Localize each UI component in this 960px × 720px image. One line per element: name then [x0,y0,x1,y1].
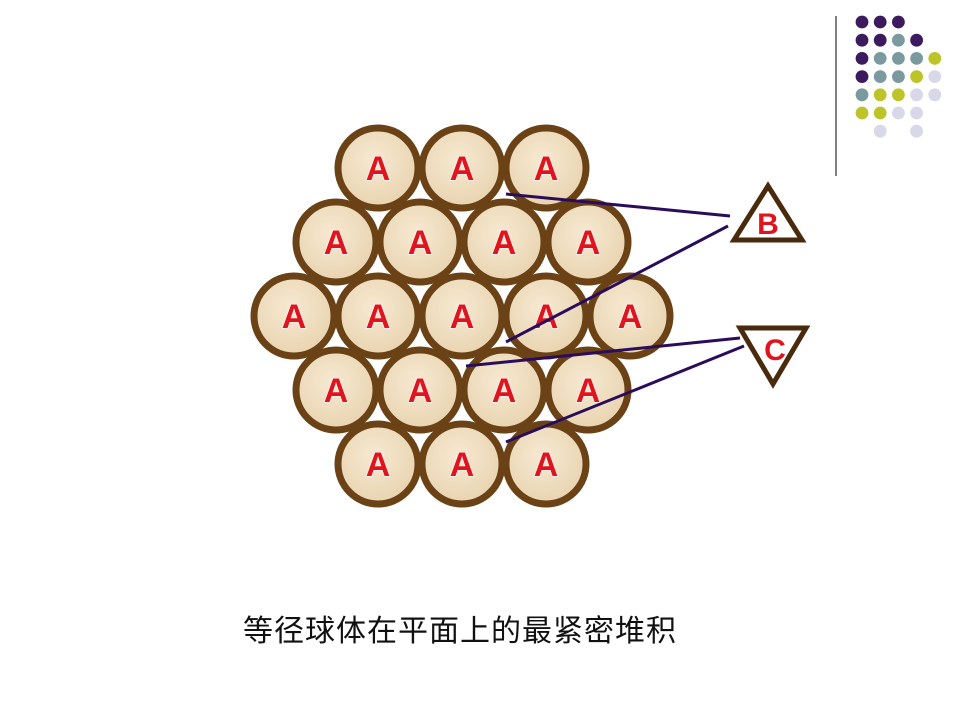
sphere-label: A [534,150,559,188]
sphere: A [418,124,506,212]
sphere-label: A [618,298,643,336]
marker-c-label: C [764,334,786,367]
sphere: A [334,420,422,508]
decorative-dot [910,124,923,138]
diagram-caption: 等径球体在平面上的最紧密堆积 [243,614,677,649]
sphere: A [250,272,338,360]
decorative-dot [892,106,905,120]
sphere-label: A [282,298,307,336]
sphere-circle [376,198,464,286]
sphere-circle [376,346,464,434]
sphere-label: A [492,224,517,262]
sphere: A [334,124,422,212]
decorative-dot [892,52,905,65]
sphere-label: A [366,298,391,336]
sphere: A [376,346,464,434]
decorative-dot [910,52,923,65]
triangle-down-icon [735,325,811,389]
sphere-label: A [366,446,391,484]
sphere-circle [250,272,338,360]
sphere: A [502,272,590,360]
sphere-circle [334,124,422,212]
sphere: A [418,420,506,508]
sphere-circle [502,420,590,508]
sphere-circle [418,272,506,360]
sphere-circle [460,198,548,286]
sphere-circle [292,198,380,286]
leader-line-b-2 [505,224,729,344]
sphere: A [418,272,506,360]
sphere-circle [502,272,590,360]
decorative-dot [855,106,869,120]
sphere: A [460,198,548,286]
marker-c: C [735,325,811,389]
decorative-dot [892,15,905,29]
leader-line-c-2 [505,344,745,444]
decorative-dot [855,70,869,83]
decorative-dot [873,52,887,65]
sphere: A [502,124,590,212]
decorative-dot [910,106,923,120]
sphere-circle [334,272,422,360]
decorative-dot [928,88,942,102]
sphere: A [544,198,632,286]
marker-b: B [729,181,807,243]
decorative-dot [873,106,887,120]
sphere-label: A [534,446,559,484]
sphere-circle [544,346,632,434]
decorative-dot [873,70,887,83]
sphere-circle [334,420,422,508]
sphere-label: A [324,224,349,262]
sphere: A [460,346,548,434]
decorative-dot [873,15,887,29]
sphere-label: A [450,150,475,188]
decorative-dot [892,33,905,47]
sphere-label: A [450,446,475,484]
sphere: A [334,272,422,360]
decorative-dot [928,70,942,83]
sphere-circle [460,346,548,434]
sphere-circle [418,420,506,508]
decorative-dot [873,88,887,102]
decorative-dot [910,88,923,102]
decorative-dot [873,124,887,138]
sphere-label: A [408,224,433,262]
sphere: A [292,198,380,286]
leader-line-b-1 [505,192,731,218]
leader-line-c-1 [465,336,741,368]
decorative-dot-grid [855,15,942,138]
decorative-dot [910,33,923,47]
decorative-dot [910,70,923,83]
decorative-dot [892,70,905,83]
sphere-label: A [366,150,391,188]
sphere: A [502,420,590,508]
sphere-label: A [450,298,475,336]
decorative-dot [928,52,942,65]
decorative-dot [873,33,887,47]
sphere-label: A [492,372,517,410]
decorative-dot [855,15,869,29]
sphere-label: A [408,372,433,410]
sphere-circle [502,124,590,212]
sphere-circle [418,124,506,212]
sphere: A [586,272,674,360]
sphere: A [292,346,380,434]
leader-lines [465,192,745,444]
decorative-dot [892,88,905,102]
marker-b-label: B [757,208,779,241]
triangle-up-icon [729,181,807,243]
sphere: A [544,346,632,434]
decorative-dot [855,88,869,102]
sphere-label: A [576,224,601,262]
sphere-label: A [324,372,349,410]
decorative-dot [855,33,869,47]
decorative-dot [855,52,869,65]
sphere: A [376,198,464,286]
sphere-circle [292,346,380,434]
